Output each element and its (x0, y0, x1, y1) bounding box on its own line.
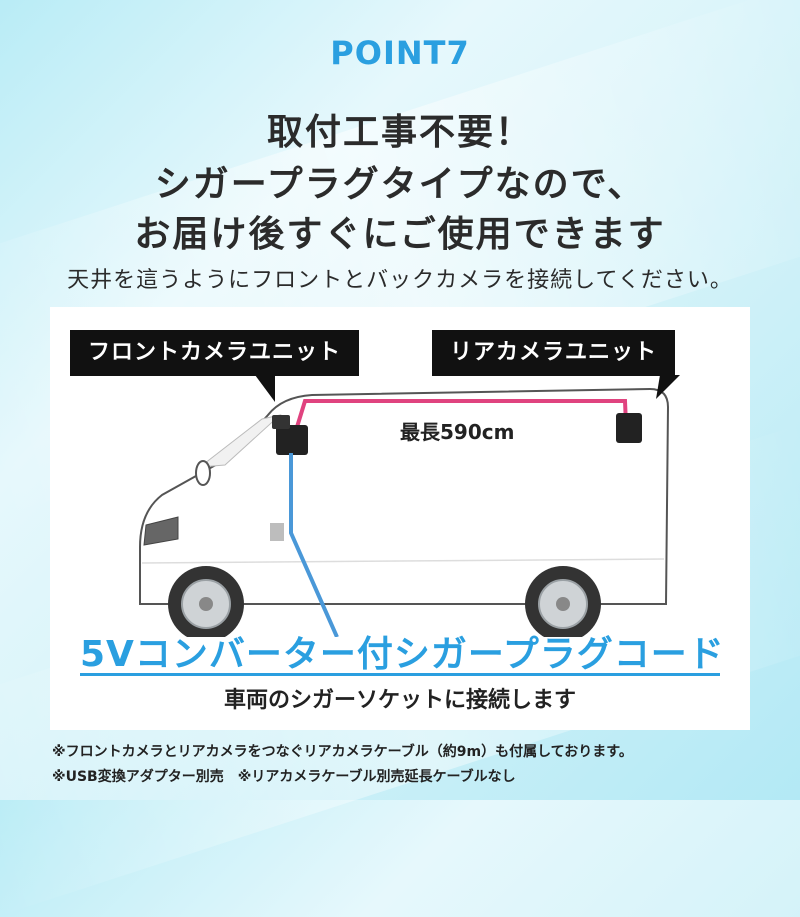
front-camera-unit (276, 425, 308, 455)
subtitle: 天井を這うようにフロントとバックカメラを接続してください。 (67, 268, 733, 293)
point-label: POINT7 (330, 34, 470, 72)
headlight (143, 516, 179, 546)
headline-line-1: 取付工事不要！ (266, 112, 533, 153)
rear-label-pointer (656, 375, 680, 399)
cigar-socket (270, 523, 284, 541)
van-diagram (139, 375, 680, 637)
front-camera-label: フロントカメラユニット (70, 330, 360, 376)
body-line (141, 558, 665, 564)
headline-line-2: シガープラグタイプなので、 (154, 164, 646, 205)
rear-camera-label: リアカメラユニット (432, 330, 676, 376)
note-1: ※フロントカメラとリアカメラをつなぐリアカメラケーブル（約9m）も付属しておりま… (52, 744, 633, 760)
rear-camera-unit (616, 413, 642, 443)
note-2: ※USB変換アダプター別売 ※リアカメラケーブル別売延長ケーブルなし (52, 769, 516, 785)
side-mirror (195, 460, 211, 486)
rear-wheel (525, 566, 601, 637)
van-body (139, 387, 670, 605)
cable-length-label: 最長590cm (400, 420, 515, 444)
cable-title-underline (80, 673, 720, 676)
cable-title: 5Vコンバーター付シガープラグコード (80, 634, 725, 675)
front-label-pointer (255, 375, 275, 402)
front-wheel (168, 566, 244, 637)
headline-line-3: お届け後すぐにご使用できます (134, 214, 666, 255)
power-cable (289, 453, 339, 637)
cable-subtitle: 車両のシガーソケットに接続します (223, 688, 576, 713)
